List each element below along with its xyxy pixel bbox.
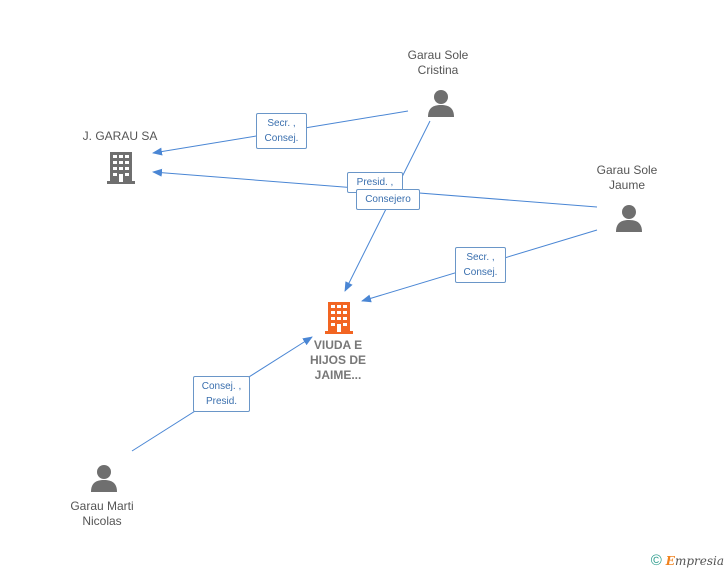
brand-logo: Empresia (665, 554, 724, 568)
company-label-line: JAIME... (314, 368, 362, 382)
edge-label-line: Secr. , (267, 118, 296, 129)
person-label-line: Cristina (417, 63, 459, 77)
copyright-icon: © (650, 552, 662, 569)
edge-label-line: Consej. (264, 133, 299, 144)
person-label-nicolas[interactable]: Garau Marti Nicolas (52, 499, 152, 529)
empresia-watermark: ©Empresia (651, 552, 724, 569)
company-label-viuda[interactable]: VIUDA E HIJOS DE JAIME... (290, 338, 386, 383)
edge-label-line: Presid. (205, 396, 238, 407)
edge-label-line: Secr. , (466, 252, 495, 263)
edge-label-cristina-jgarau[interactable]: Secr. , Consej. (256, 113, 307, 149)
person-label-jaume[interactable]: Garau Sole Jaume (577, 163, 677, 193)
company-label-line: HIJOS DE (309, 353, 366, 367)
person-icon[interactable] (426, 88, 456, 118)
person-icon[interactable] (614, 203, 644, 233)
person-label-line: Jaume (608, 178, 646, 192)
edge-label-line: Consej. (463, 267, 498, 278)
person-label-line: Nicolas (82, 514, 122, 528)
edge-label-nicolas-viuda[interactable]: Consej. , Presid. (193, 376, 250, 412)
edge-label-jaume-viuda[interactable]: Secr. , Consej. (455, 247, 506, 283)
edge-label-cristina-viuda[interactable]: Consejero (356, 189, 420, 210)
person-label-line: Garau Sole (596, 163, 658, 177)
company-label-line: VIUDA E (313, 338, 363, 352)
edge-label-line: Consej. , (201, 381, 242, 392)
person-icon[interactable] (89, 463, 119, 493)
person-label-line: Garau Marti (70, 499, 134, 513)
person-label-cristina[interactable]: Garau Sole Cristina (388, 48, 488, 78)
company-label-jgarau[interactable]: J. GARAU SA (82, 129, 158, 143)
building-icon-focus[interactable] (324, 300, 354, 334)
building-icon[interactable] (106, 150, 136, 184)
edge-label-line: Presid. , (356, 177, 394, 188)
edge-label-line: Consejero (365, 194, 411, 205)
person-label-line: Garau Sole (407, 48, 469, 62)
